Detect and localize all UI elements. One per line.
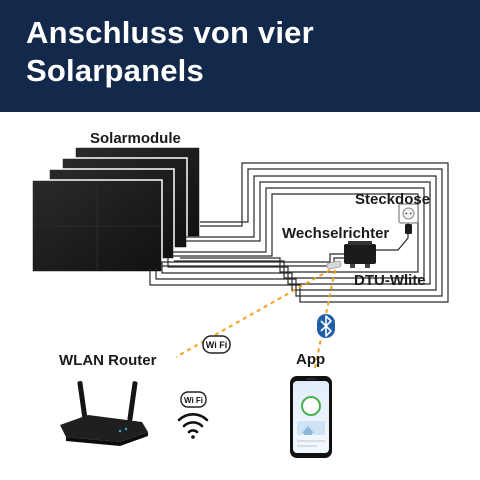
- page-title: Anschluss von vier Solarpanels: [26, 14, 314, 90]
- cable-loops: [149, 162, 449, 303]
- router-icon: [60, 381, 148, 446]
- wifi-badge-icon: Wi Fi: [180, 391, 207, 408]
- smartphone-icon: [290, 376, 332, 458]
- wifi-icon: [177, 413, 209, 439]
- bluetooth-icon: [317, 314, 335, 338]
- wifi-badge-icon: Wi Fi: [202, 335, 231, 354]
- label-dtu: DTU-Wlite: [354, 272, 426, 289]
- inverter-icon: [344, 241, 376, 268]
- dtu-stick-icon: [326, 260, 342, 270]
- solar-panel-stack: [31, 146, 201, 273]
- label-inverter: Wechselrichter: [282, 225, 390, 242]
- label-app: App: [296, 351, 326, 368]
- title-line-1: Anschluss von vier: [26, 15, 314, 50]
- title-line-2: Solarpanels: [26, 53, 204, 88]
- svg-text:Wi Fi: Wi Fi: [206, 340, 227, 350]
- svg-text:Wi Fi: Wi Fi: [184, 396, 203, 405]
- label-solar-modules: Solarmodule: [90, 130, 181, 147]
- label-socket: Steckdose: [355, 191, 431, 208]
- header-banner: Anschluss von vier Solarpanels: [0, 0, 480, 112]
- label-router: WLAN Router: [59, 352, 157, 369]
- socket-icon: [398, 203, 419, 234]
